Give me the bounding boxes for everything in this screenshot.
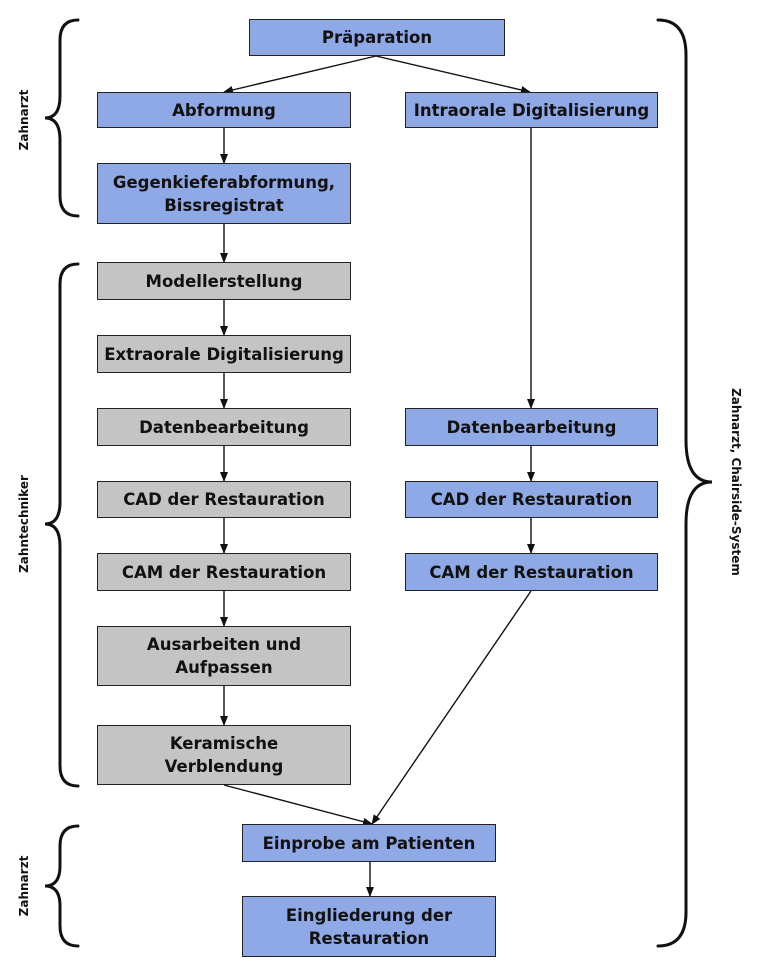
node-ausarbeiten: Ausarbeiten und Aufpassen bbox=[97, 626, 351, 686]
node-modellerstellung: Modellerstellung bbox=[97, 262, 351, 300]
brace-label-zahntechniker: Zahntechniker bbox=[17, 475, 31, 573]
brace-label-zahnarzt-top: Zahnarzt bbox=[17, 89, 31, 151]
arrow-keramische-einprobe bbox=[223, 784, 373, 826]
node-datenbearbeitung-left: Datenbearbeitung bbox=[97, 408, 351, 446]
node-praeparation: Präparation bbox=[249, 19, 505, 56]
node-eingliederung: Eingliederung der Restauration bbox=[242, 896, 496, 957]
brace-zahnarzt-top bbox=[44, 18, 80, 218]
node-einprobe: Einprobe am Patienten bbox=[242, 824, 496, 862]
brace-zahntechniker bbox=[44, 262, 80, 788]
brace-chairside bbox=[656, 18, 713, 948]
node-datenbearbeitung-right: Datenbearbeitung bbox=[405, 408, 658, 446]
node-cam-left: CAM der Restauration bbox=[97, 553, 351, 591]
node-cad-left: CAD der Restauration bbox=[97, 481, 351, 518]
node-gegenkieferabformung: Gegenkieferabformung, Bissregistrat bbox=[97, 163, 351, 224]
node-abformung: Abformung bbox=[97, 92, 351, 128]
arrow-praeparation-abformung bbox=[223, 55, 377, 94]
arrow-cam-right-einprobe bbox=[371, 590, 532, 825]
arrow-praeparation-intraorale bbox=[375, 55, 531, 94]
node-intraorale-digitalisierung: Intraorale Digitalisierung bbox=[405, 92, 658, 128]
brace-zahnarzt-bottom bbox=[44, 824, 80, 948]
node-extraorale-digitalisierung: Extraorale Digitalisierung bbox=[97, 335, 351, 373]
brace-label-zahnarzt-bottom: Zahnarzt bbox=[17, 855, 31, 917]
node-cad-right: CAD der Restauration bbox=[405, 481, 658, 518]
brace-label-chairside: Zahnarzt, Chairside-System bbox=[729, 388, 743, 576]
node-keramische-verblendung: Keramische Verblendung bbox=[97, 725, 351, 785]
node-cam-right: CAM der Restauration bbox=[405, 553, 658, 591]
